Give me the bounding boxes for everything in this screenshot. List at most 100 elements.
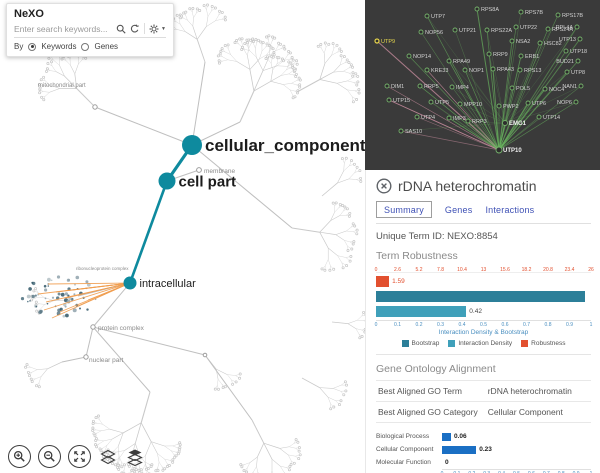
axis-tick: 10.4 (457, 267, 467, 273)
gene-node-rps13[interactable] (517, 67, 523, 73)
table-row: Best Aligned GO Term rDNA heterochromati… (376, 380, 591, 401)
radio-genes-label[interactable]: Genes (94, 42, 119, 51)
gene-node-imp4[interactable] (449, 84, 455, 90)
gene-node-rpa49[interactable] (446, 58, 452, 64)
gene-node-utp14[interactable] (536, 114, 542, 120)
tree-node[interactable] (90, 324, 96, 330)
gene-node-mpp10[interactable] (457, 101, 463, 107)
gene-node-label: EMG1 (509, 121, 527, 127)
gene-node-emg1[interactable] (502, 120, 508, 126)
gene-node-utp13[interactable] (577, 36, 583, 42)
gene-node-rrp3[interactable] (465, 118, 471, 124)
gene-node-utp15[interactable] (386, 97, 392, 103)
gene-node-pwp2[interactable] (496, 103, 502, 109)
settings-gear-icon[interactable] (149, 24, 159, 34)
gene-node-bud21[interactable] (575, 58, 581, 64)
highlight-edge (47, 282, 131, 285)
gene-node-rps7b[interactable] (518, 9, 524, 15)
tree-node-cellular-component[interactable] (182, 135, 202, 155)
gene-node-rrp9[interactable] (486, 51, 492, 57)
gene-node-nop56[interactable] (418, 29, 424, 35)
tree-term-label[interactable]: nuclear part (89, 357, 124, 364)
gene-node-rps24a[interactable] (545, 26, 551, 32)
axis-tick: 0.1 (394, 322, 401, 328)
zoom-out-button[interactable] (38, 445, 61, 468)
gene-node-nan1[interactable] (578, 83, 584, 89)
gene-node-utp4[interactable] (414, 114, 420, 120)
tree-node-intracellular[interactable] (123, 276, 137, 290)
gene-node-label: RRP9 (493, 52, 508, 58)
gene-node-nop14[interactable] (406, 53, 412, 59)
tree-term-label[interactable]: ribonucleoprotein complex (76, 266, 129, 271)
overview-button[interactable] (98, 446, 118, 468)
axis-tick: 23.4 (564, 267, 575, 273)
fit-to-screen-button[interactable] (68, 445, 91, 468)
gene-node-kre33[interactable] (424, 67, 430, 73)
gene-node-noc4[interactable] (542, 86, 548, 92)
gene-node-label: RPS17B (562, 13, 583, 19)
axis-tick: 1 (589, 322, 593, 328)
radio-keywords-label[interactable]: Keywords (41, 42, 77, 51)
gene-node-utp10[interactable] (495, 146, 503, 154)
tab-interactions[interactable]: Interactions (485, 204, 535, 215)
zoom-in-button[interactable] (8, 445, 31, 468)
gene-node-rps17b[interactable] (555, 12, 561, 18)
gene-node-utp9[interactable] (374, 38, 380, 44)
tree-node-cell-part[interactable] (158, 172, 176, 190)
chevron-down-icon[interactable]: ▼ (161, 25, 166, 32)
tree-node[interactable] (83, 354, 89, 360)
gene-node-sas10[interactable] (398, 128, 404, 134)
go-bar (442, 445, 477, 454)
gene-node-label: UTP14 (543, 115, 560, 121)
layers-button[interactable] (125, 446, 145, 468)
gene-node-label: UTP21 (459, 28, 476, 34)
tree-node[interactable] (92, 104, 98, 110)
axis-tick: 0.2 (415, 322, 423, 328)
gene-node-label: UTP10 (503, 148, 522, 154)
gene-node-imp3[interactable] (446, 115, 452, 121)
gene-node-hsc82[interactable] (537, 40, 543, 46)
search-input[interactable] (14, 23, 114, 34)
gene-node-nop6[interactable] (573, 99, 579, 105)
reset-icon[interactable] (129, 23, 140, 34)
gene-node-utp6[interactable] (525, 100, 531, 106)
gene-node-label: RPS7B (525, 10, 543, 16)
tab-summary[interactable]: Summary (376, 201, 432, 218)
gene-node-rps22a[interactable] (484, 27, 490, 33)
gene-node-label: HSC82 (544, 41, 562, 47)
close-icon[interactable] (376, 178, 392, 194)
gene-node-label: RPS8A (481, 7, 499, 13)
radio-genes[interactable] (81, 42, 90, 51)
row-label: Best Aligned GO Term (378, 386, 462, 396)
term-title: rDNA heterochromatin (398, 178, 537, 194)
tree-node[interactable] (202, 352, 208, 358)
gene-node-rpl4a[interactable] (574, 24, 580, 30)
tree-node[interactable] (196, 167, 202, 173)
gene-node-utp7[interactable] (424, 13, 430, 19)
gene-node-nsa2[interactable] (509, 38, 515, 44)
gene-node-label: NOP6 (557, 100, 572, 106)
gene-node-rps8a[interactable] (474, 6, 480, 12)
gene-node-utp5[interactable] (428, 99, 434, 105)
gene-node-label: MPP10 (464, 102, 482, 108)
gene-node-erb1[interactable] (518, 53, 524, 59)
radio-keywords[interactable] (28, 42, 37, 51)
gene-node-dim1[interactable] (384, 83, 390, 89)
search-icon[interactable] (116, 24, 126, 34)
gene-node-nop1[interactable] (462, 67, 468, 73)
tab-genes[interactable]: Genes (444, 204, 473, 215)
gene-node-utp8[interactable] (564, 69, 570, 75)
tree-term-label[interactable]: protein complex (98, 325, 145, 332)
gene-node-utp21[interactable] (452, 27, 458, 33)
axis-tick: 5.2 (415, 267, 423, 273)
gene-node-pol5[interactable] (509, 85, 515, 91)
gene-node-rpa43[interactable] (490, 66, 496, 72)
tree-term-label[interactable]: membrane (204, 168, 235, 175)
gene-node-utp22[interactable] (513, 24, 519, 30)
gene-node-utp18[interactable] (563, 48, 569, 54)
gene-node-rrp5[interactable] (417, 83, 423, 89)
tree-term-label[interactable]: mitochondrial part (38, 83, 86, 89)
